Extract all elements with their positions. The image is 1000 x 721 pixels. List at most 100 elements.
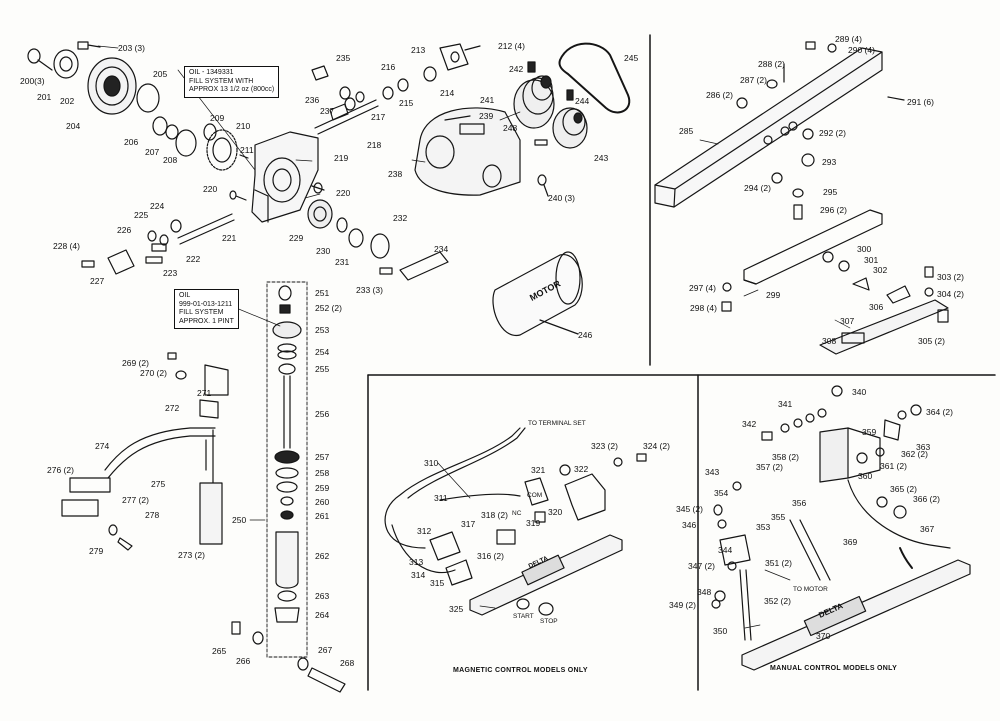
part-number: 341 xyxy=(778,399,793,409)
part-number: 367 xyxy=(920,524,935,534)
part-number: 202 xyxy=(60,96,75,106)
part-number: 271 xyxy=(197,388,212,398)
part-number: 220 xyxy=(336,188,351,198)
oil-note-line: FILL SYSTEM WITH xyxy=(189,77,254,85)
magnetic-control-wiring xyxy=(384,427,647,616)
part-number: 303 (2) xyxy=(937,272,964,282)
part-number: 257 xyxy=(315,452,330,462)
part-number: 204 xyxy=(66,121,81,131)
part-number: 207 xyxy=(145,147,160,157)
part-number: 301 xyxy=(864,255,879,265)
part-number: 216 xyxy=(381,62,396,72)
part-number: 289 (4) xyxy=(835,34,862,44)
manual-caption: MANUAL CONTROL MODELS ONLY xyxy=(770,665,898,672)
part-number: 358 (2) xyxy=(772,452,799,462)
part-number: 299 xyxy=(766,290,781,300)
fence-rail-assembly xyxy=(654,41,949,355)
part-number: 288 (2) xyxy=(758,59,785,69)
part-number: 250 xyxy=(232,515,247,525)
wiring-label: TO TERMINAL SET xyxy=(528,420,586,427)
part-number: 235 xyxy=(336,53,351,63)
part-number: 218 xyxy=(367,140,382,150)
part-number: 363 xyxy=(916,442,931,452)
part-number: 318 (2) xyxy=(481,510,508,520)
part-number: 243 xyxy=(594,153,609,163)
part-number: 278 xyxy=(145,510,160,520)
part-number: 342 xyxy=(742,419,757,429)
part-number: 273 (2) xyxy=(178,550,205,560)
part-number: 234 xyxy=(434,244,449,254)
part-number: 237 xyxy=(320,106,335,116)
part-number: 340 xyxy=(852,387,867,397)
part-number: 351 (2) xyxy=(765,558,792,568)
part-number: 210 xyxy=(236,121,251,131)
part-number: 255 xyxy=(315,364,330,374)
panel-dividers xyxy=(367,34,996,691)
part-number: 240 (3) xyxy=(548,193,575,203)
part-number: 357 (2) xyxy=(756,462,783,472)
part-number: 242 xyxy=(509,64,524,74)
part-number: 227 xyxy=(90,276,105,286)
part-number: 298 (4) xyxy=(690,303,717,313)
part-number: 296 (2) xyxy=(820,205,847,215)
part-number: 258 xyxy=(315,468,330,478)
part-number: 215 xyxy=(399,98,414,108)
part-number: 206 xyxy=(124,137,139,147)
part-number: 276 (2) xyxy=(47,465,74,475)
part-number: 311 xyxy=(434,493,448,503)
part-number: 201 xyxy=(37,92,52,102)
part-number: 241 xyxy=(480,95,495,105)
part-number: 360 xyxy=(858,471,873,481)
part-number: 323 (2) xyxy=(591,441,618,451)
part-number: 356 xyxy=(792,498,807,508)
part-number: 261 xyxy=(315,511,330,521)
part-number: 287 (2) xyxy=(740,75,767,85)
part-number: 366 (2) xyxy=(913,494,940,504)
oil-note-line: OIL - 1349331 xyxy=(189,69,234,76)
wiring-label: TO MOTOR xyxy=(793,586,828,593)
part-number: 352 (2) xyxy=(764,596,791,606)
part-number: 277 (2) xyxy=(122,495,149,505)
part-number: 312 xyxy=(417,526,432,536)
part-number: 305 (2) xyxy=(918,336,945,346)
wiring-label: COM xyxy=(527,492,543,499)
part-number: 313 xyxy=(409,557,424,567)
part-number: 354 xyxy=(714,488,729,498)
part-number: 295 xyxy=(823,187,838,197)
part-number: 274 xyxy=(95,441,110,451)
part-number: 265 xyxy=(212,646,227,656)
part-number: 270 (2) xyxy=(140,368,167,378)
part-number: 365 (2) xyxy=(890,484,917,494)
wiring-label: NC xyxy=(512,510,522,517)
part-number: 343 xyxy=(705,467,720,477)
part-number: 219 xyxy=(334,153,349,163)
part-number: 232 xyxy=(393,213,408,223)
part-number: 359 xyxy=(862,427,877,437)
part-number: 245 xyxy=(624,53,639,63)
part-number: 307 xyxy=(840,316,855,326)
part-number: 269 (2) xyxy=(122,358,149,368)
part-number: 353 xyxy=(756,522,771,532)
part-number: 286 (2) xyxy=(706,90,733,100)
part-number: 350 xyxy=(713,626,728,636)
part-number: 205 xyxy=(153,69,168,79)
part-number: 290 (4) xyxy=(848,45,875,55)
part-number: 214 xyxy=(440,88,455,98)
part-number: 361 (2) xyxy=(880,461,907,471)
lubrication-column xyxy=(231,281,346,693)
part-number: 254 xyxy=(315,347,330,357)
part-number: 294 (2) xyxy=(744,183,771,193)
part-number: 344 xyxy=(718,545,733,555)
part-number: 229 xyxy=(289,233,304,243)
part-number: 349 (2) xyxy=(669,600,696,610)
part-number: 275 xyxy=(151,479,166,489)
part-number: 220 xyxy=(203,184,218,194)
part-number: 259 xyxy=(315,483,330,493)
part-number: 260 xyxy=(315,497,330,507)
part-number: 302 xyxy=(873,265,888,275)
part-number: 211 xyxy=(240,145,254,155)
part-number: 263 xyxy=(315,591,330,601)
part-number: 324 (2) xyxy=(643,441,670,451)
part-number: 314 xyxy=(411,570,426,580)
